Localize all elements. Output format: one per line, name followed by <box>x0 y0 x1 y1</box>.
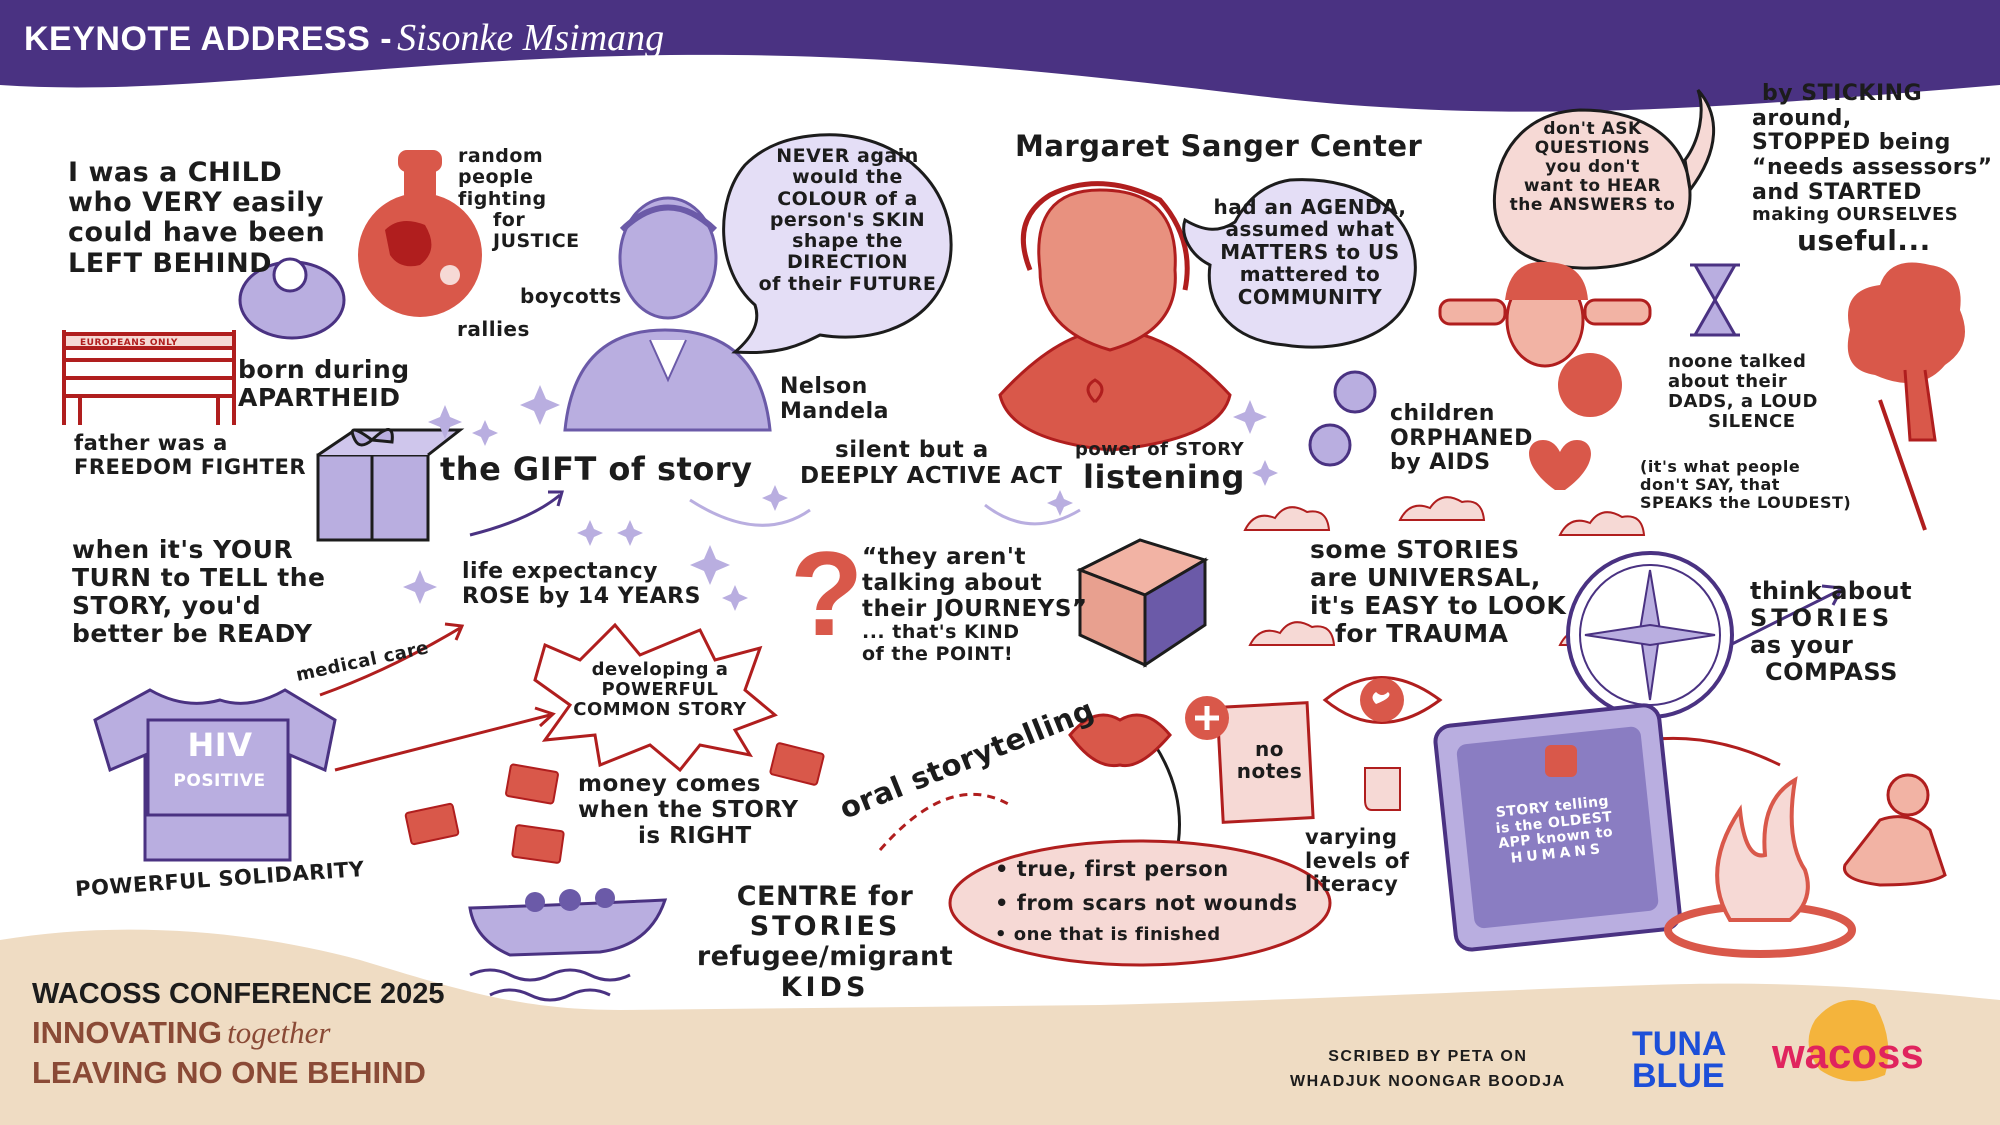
note-what-people-dont-say: (it's what people don't SAY, that SPEAKS… <box>1640 457 1852 512</box>
globe-fist-icon <box>358 150 482 317</box>
no-notes-card-icon <box>1185 696 1315 824</box>
note-father: father was a FREEDOM FIGHTER <box>74 431 307 479</box>
innovating-word: INNOVATING <box>32 1015 223 1050</box>
bench-icon <box>62 330 236 425</box>
note-money: money comes when the STORY is RIGHT <box>578 771 799 849</box>
journeys-quote: “they aren't talking about their JOURNEY… <box>862 544 1088 665</box>
leaving-no-one-behind: LEAVING NO ONE BEHIND <box>32 1055 426 1090</box>
note-power-listening: power of STORY listening <box>1075 439 1245 497</box>
note-child-left-behind: I was a CHILD who VERY easily could have… <box>68 157 326 279</box>
together-word: together <box>227 1015 331 1050</box>
covering-ears-person-icon <box>1438 261 1652 417</box>
tshirt-icon <box>93 688 337 862</box>
note-compass: think about STORIES as your COMPASS <box>1750 577 1913 686</box>
sparkles-icon <box>403 385 1278 611</box>
dont-ask-text: don't ASK QUESTIONS you don't want to HE… <box>1509 119 1676 216</box>
gift-box-icon <box>316 428 465 542</box>
question-mark-icon: ? <box>790 527 863 661</box>
rubiks-cube-icon <box>1076 538 1209 668</box>
keynote-title: KEYNOTE ADDRESS - <box>24 20 393 58</box>
note-boycotts: boycotts <box>520 284 622 308</box>
note-silent-active: silent but a DEEPLY ACTIVE ACT <box>800 437 1063 489</box>
hourglass-icon <box>1690 263 1740 337</box>
oral-bullets: true, first person from scars not wounds… <box>995 857 1298 945</box>
baby-icon <box>238 257 346 340</box>
speaker-name: Sisonke Msimang <box>397 17 665 59</box>
campfire-icon <box>1664 776 1856 958</box>
scroll-icon <box>1364 767 1401 811</box>
note-centre-stories: CENTRE for STORIES refugee/migrant KIDS <box>696 881 954 1003</box>
note-life-expectancy: life expectancy ROSE by 14 YEARS <box>462 559 701 609</box>
lips-icon <box>1068 713 1172 768</box>
tuna-blue-logo: TUNA BLUE <box>1632 1025 1727 1096</box>
speech-burst <box>533 622 778 773</box>
scribe-credit: SCRIBED BY PETA ON WHADJUK NOONGAR BOODJ… <box>1290 1048 1566 1090</box>
virus-icon <box>1308 370 1377 467</box>
mandela-name: Nelson Mandela <box>780 374 889 424</box>
seated-person-icon <box>1842 773 1947 887</box>
wacoss-logo-shape <box>1808 1000 1889 1082</box>
sanger-bubble <box>1182 178 1417 349</box>
oral-bullet: true, first person <box>995 857 1298 882</box>
mandela-bubble <box>722 133 953 355</box>
oral-bullet: from scars not wounds <box>995 891 1298 916</box>
note-noone-talked: noone talked about their DADS, a LOUD SI… <box>1668 351 1818 433</box>
dont-ask-bubble <box>1492 89 1716 270</box>
broken-heart-icon <box>1529 440 1591 490</box>
sanger-title: Margaret Sanger Center <box>1015 129 1423 163</box>
conference-block: WACOSS CONFERENCE 2025 INNOVATING togeth… <box>32 978 445 1091</box>
eye-icon <box>1322 676 1443 724</box>
note-born-apartheid: born during APARTHEID <box>238 355 410 412</box>
mandela-portrait-icon <box>563 196 772 432</box>
tshirt-positive: POSITIVE <box>173 771 266 791</box>
note-children-aids: children ORPHANED by AIDS <box>1390 401 1533 476</box>
woman-portrait-icon <box>998 181 1232 452</box>
mandela-quote: NEVER again would the COLOUR of a person… <box>758 145 937 295</box>
tablet-icon <box>1433 703 1682 952</box>
note-rallies: rallies <box>457 317 530 341</box>
compass-icon <box>1566 551 1734 719</box>
tshirt-hiv: HIV <box>187 726 253 764</box>
oral-bullet: one that is finished <box>995 924 1298 945</box>
note-your-turn: when it's YOUR TURN to TELL the STORY, y… <box>72 535 326 648</box>
bench-sign: EUROPEANS ONLY <box>80 338 178 348</box>
note-random-people: random people fighting for JUSTICE <box>458 145 580 253</box>
speech-burst-text: developing a POWERFUL COMMON STORY <box>573 659 747 721</box>
note-universal: some STORIES are UNIVERSAL, it's EASY to… <box>1310 535 1567 648</box>
header-wave <box>0 0 2000 112</box>
boat-icon <box>468 888 668 1002</box>
money-icon <box>404 742 825 864</box>
note-literacy: varying levels of literacy <box>1305 825 1410 897</box>
sanger-bubble-text: had an AGENDA, assumed what MATTERS to U… <box>1213 195 1407 309</box>
header: KEYNOTE ADDRESS - Sisonke Msimang <box>24 16 664 60</box>
no-notes-text: no notes <box>1236 737 1303 784</box>
gift-of-story: the GIFT of story <box>440 450 753 488</box>
connector-arrows <box>319 490 1845 861</box>
note-sticking-around: by STICKING around, STOPPED being “needs… <box>1752 81 1993 258</box>
wacoss-logo: wacoss <box>1772 1030 1924 1077</box>
footer-wave <box>0 929 2000 1125</box>
tree-icon <box>1847 262 1965 531</box>
conference-title: WACOSS CONFERENCE 2025 <box>32 978 445 1010</box>
